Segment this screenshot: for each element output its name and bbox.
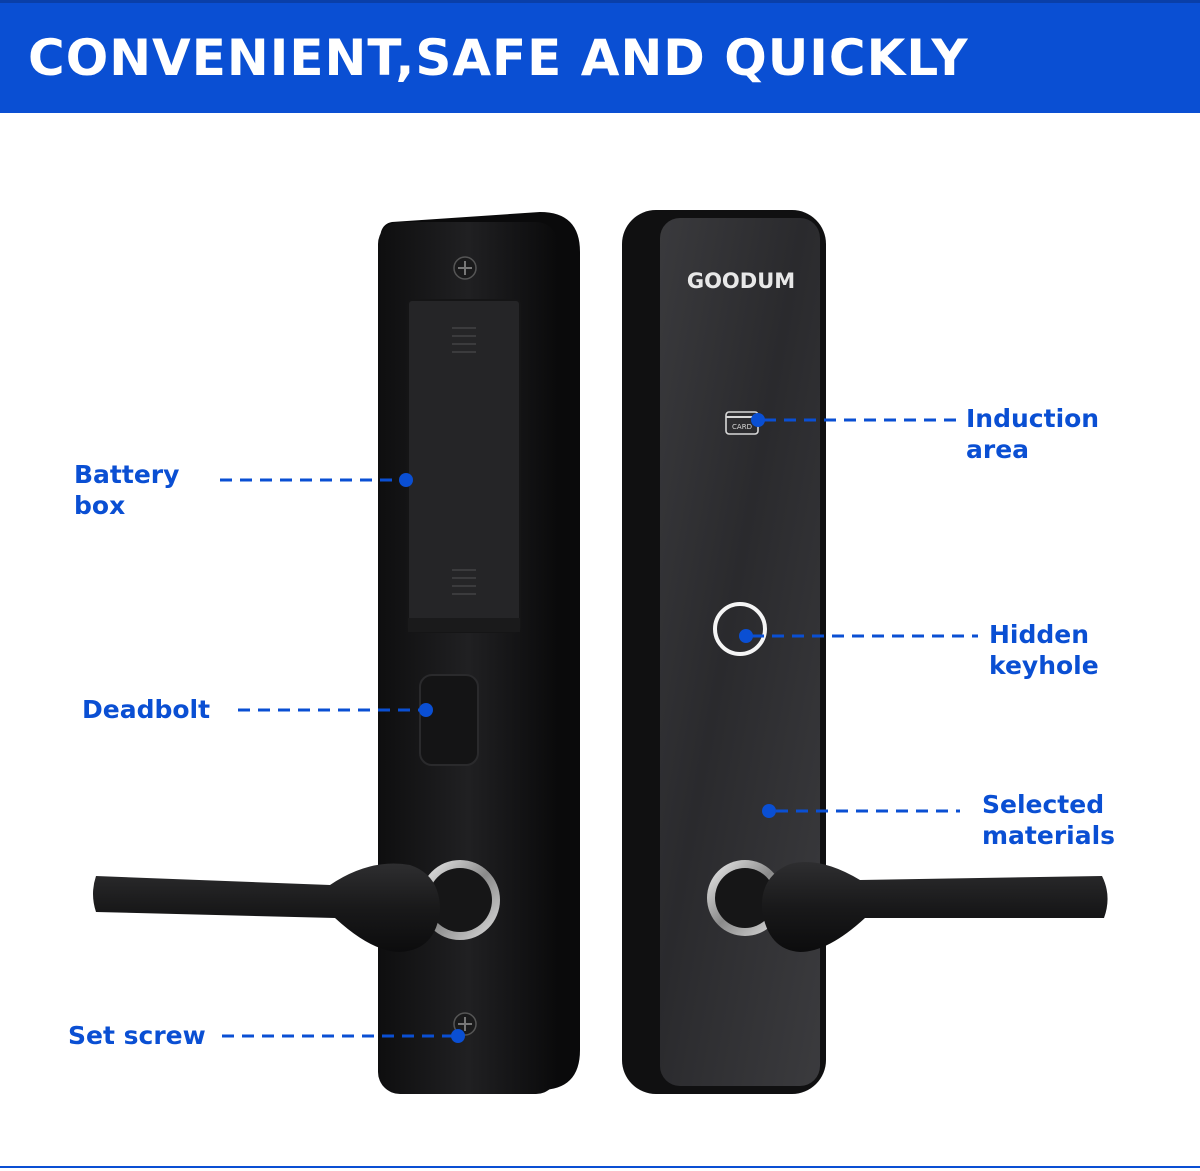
battery-box-label: Battery box <box>74 460 180 520</box>
deadbolt <box>419 674 479 766</box>
svg-text:CARD: CARD <box>732 423 752 431</box>
set-screw-label: Set screw <box>68 1021 206 1050</box>
left-handle <box>93 860 500 952</box>
front-plate: GOODUM CARD <box>622 210 1108 1094</box>
top-screw-icon <box>453 256 477 280</box>
set-screw-icon <box>453 1012 477 1036</box>
bottom-divider <box>0 1166 1200 1168</box>
selected-materials-label: Selected materials <box>982 790 1116 850</box>
deadbolt-label: Deadbolt <box>82 695 211 724</box>
banner-title: CONVENIENT,SAFE AND QUICKLY <box>28 29 969 87</box>
right-handle <box>707 860 1108 952</box>
battery-box <box>407 299 521 633</box>
hidden-keyhole-label: Hidden keyhole <box>989 620 1099 680</box>
induction-area-label: Induction area <box>966 404 1100 464</box>
header-banner: CONVENIENT,SAFE AND QUICKLY <box>0 0 1200 113</box>
brand-logo: GOODUM <box>687 269 795 293</box>
back-plate <box>93 212 580 1094</box>
keyhole-ring-icon <box>713 602 767 656</box>
